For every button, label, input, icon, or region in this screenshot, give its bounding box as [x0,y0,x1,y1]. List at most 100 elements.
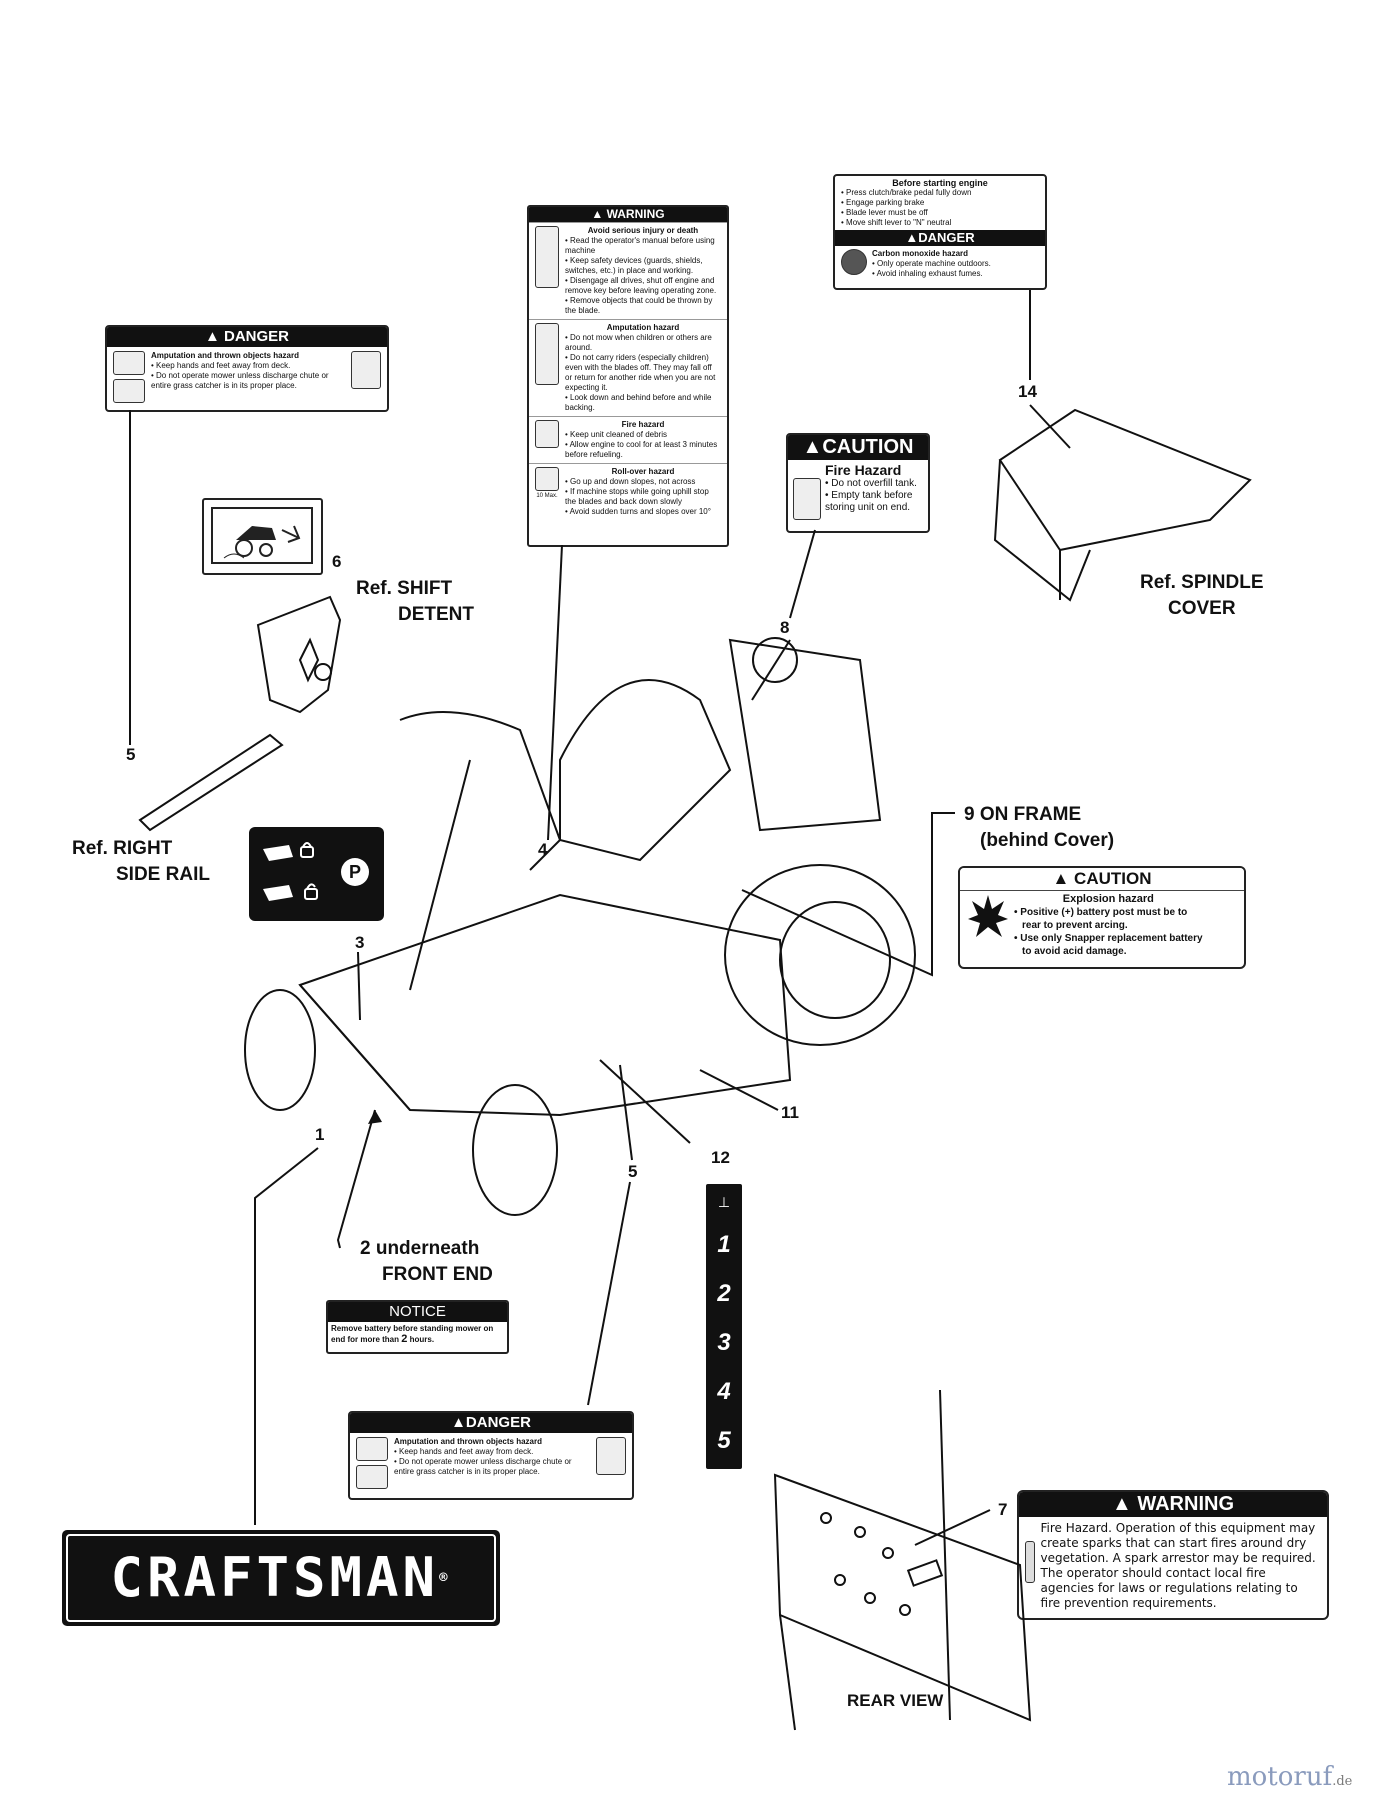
leader-line-1 [254,1147,319,1525]
warning-decal-header: ▲ WARNING [529,207,727,222]
warning-line: • Allow engine to cool for at least 3 mi… [565,440,718,459]
fumes-icon [841,249,867,275]
warning-line: • Do not mow when children or others are… [565,333,712,352]
caution-fire-line: • Do not overfill tank. [825,478,917,489]
svg-text:P: P [349,862,361,882]
callout-14: 14 [1018,382,1037,401]
leader-line-8-lower [751,639,791,701]
caution-fire-line: • Empty tank before [825,490,913,501]
callout-12: 12 [711,1148,730,1167]
watermark-main: motoruf [1227,1762,1333,1792]
shift-detent-decal [202,498,323,575]
warning-line: • Keep safety devices (guards, shields, … [565,256,703,275]
caution-fire-line: storing unit on end. [825,502,911,513]
leader-line-8 [789,529,816,619]
watermark: motoruf.de [1227,1762,1352,1792]
callout-3: 3 [355,933,365,952]
rollover-icon [535,467,559,491]
parking-brake-icon: P [263,842,369,901]
gear-number: 5 [717,1427,731,1454]
caution-explosion-header: ▲ CAUTION [960,868,1244,891]
danger-decal-header: ▲ DANGER [107,327,387,347]
notice-line: end for more than [331,1335,400,1344]
fuel-cap [752,637,798,683]
caution-explosion-decal: ▲ CAUTION Explosion hazard • Positive (+… [958,866,1246,969]
spindle-cover-label-line: COVER [1167,598,1236,619]
callout-1: 1 [315,1125,325,1144]
chute-check-icon [113,379,145,403]
notice-decal: NOTICE Remove battery before standing mo… [326,1300,509,1354]
notice-header: NOTICE [328,1302,507,1322]
spindle-cover-label-line: Ref. SPINDLE [1140,572,1264,593]
rear-wheel [724,864,916,1046]
thrown-object-icon [351,351,381,389]
danger-decal-line: • Do not operate mower unless discharge … [151,371,329,390]
danger-decal-bottom: ▲DANGER Amputation and thrown objects ha… [348,1411,634,1500]
side-rail-label-line: Ref. RIGHT [72,838,173,859]
gear-number: 2 [717,1280,731,1307]
callout-7: 7 [998,1500,1008,1519]
rider-on-slope-icon [211,507,313,564]
chute-check-icon [356,1465,388,1489]
side-rail-part [138,733,284,832]
before-starting-decal: Before starting engine • Press clutch/br… [833,174,1047,290]
warning-line: • Do not carry riders (especially childr… [565,353,716,392]
engine [728,638,882,832]
spark-arrestor-decal-spot [906,1559,944,1587]
gear-number: 1 [717,1231,731,1258]
frame-label-line: (behind Cover) [980,830,1115,851]
thrown-object-icon [596,1437,626,1475]
callout-6: 6 [332,552,342,571]
warning-fire-header: ▲ WARNING [1019,1492,1327,1517]
side-rail-label: Ref. RIGHT SIDE RAIL [72,838,210,886]
front-left-wheel [244,989,316,1111]
seat [559,679,732,862]
rear-view-label: REAR VIEW [847,1691,944,1710]
warning-line: • Remove objects that could be thrown by… [565,296,713,315]
caution-fire-title: Fire Hazard [825,462,902,478]
explosion-line: to avoid acid damage. [1022,946,1127,957]
slope-label: 10 Max. [536,493,558,499]
rear-frame-plate [773,1473,1032,1722]
warning-line: • Disengage all drives, shut off engine … [565,276,717,295]
danger-bottom-line: • Keep hands and feet away from deck. [394,1447,534,1456]
before-starting-line: • Blade lever must be off [841,208,928,217]
callout-11: 11 [781,1103,799,1122]
notice-hours: 2 [401,1333,408,1345]
warning-decal-main: ▲ WARNING Avoid serious injury or death … [527,205,729,547]
before-starting-line: • Move shift lever to "N" neutral [841,218,952,227]
spindle-cover-part [998,408,1252,552]
fire-icon [1025,1541,1035,1583]
warning-line: • If machine stops while going uphill st… [565,487,709,506]
shift-detent-label-line: Ref. SHIFT [356,578,453,599]
leader-line-5-bottom [619,1064,633,1161]
spindle-cover-label: Ref. SPINDLE COVER [1140,572,1264,620]
leader-line-14-lower [1029,404,1071,449]
explosion-icon [968,895,1008,937]
leader-line-12 [599,1059,691,1144]
hand-blade-icon [356,1437,388,1461]
steering-wheel [399,711,562,871]
before-starting-line: • Engage parking brake [841,198,925,207]
warning-line: • Go up and down slopes, not across [565,477,696,486]
danger-decal-bottom-header: ▲DANGER [350,1413,632,1433]
explosion-line: • Positive (+) battery post must be to [1014,907,1188,918]
gear-number: 4 [717,1378,731,1405]
side-rail-label-line: SIDE RAIL [116,864,210,885]
before-starting-line: • Press clutch/brake pedal fully down [841,188,972,197]
explosion-line: • Use only Snapper replacement battery [1014,933,1203,944]
callout-5-bottom: 5 [628,1162,638,1181]
danger-bottom-line: • Do not operate mower unless discharge … [394,1457,572,1476]
shift-detent-label: Ref. SHIFT DETENT [356,578,474,626]
callout-8: 8 [780,618,790,637]
gear-number: 3 [717,1329,731,1356]
gear-shift-icon: ⊥ [717,1194,731,1210]
leader-line-11 [699,1069,779,1111]
mower-deck [298,893,792,1117]
front-right-wheel [472,1084,558,1216]
co-hazard-line: • Avoid inhaling exhaust fumes. [872,269,983,278]
notice-line: Remove battery before standing mower on [331,1324,494,1333]
no-riders-icon [535,323,559,385]
explosion-line: rear to prevent arcing. [1022,920,1128,931]
underneath-label-line: 2 underneath [360,1238,480,1259]
